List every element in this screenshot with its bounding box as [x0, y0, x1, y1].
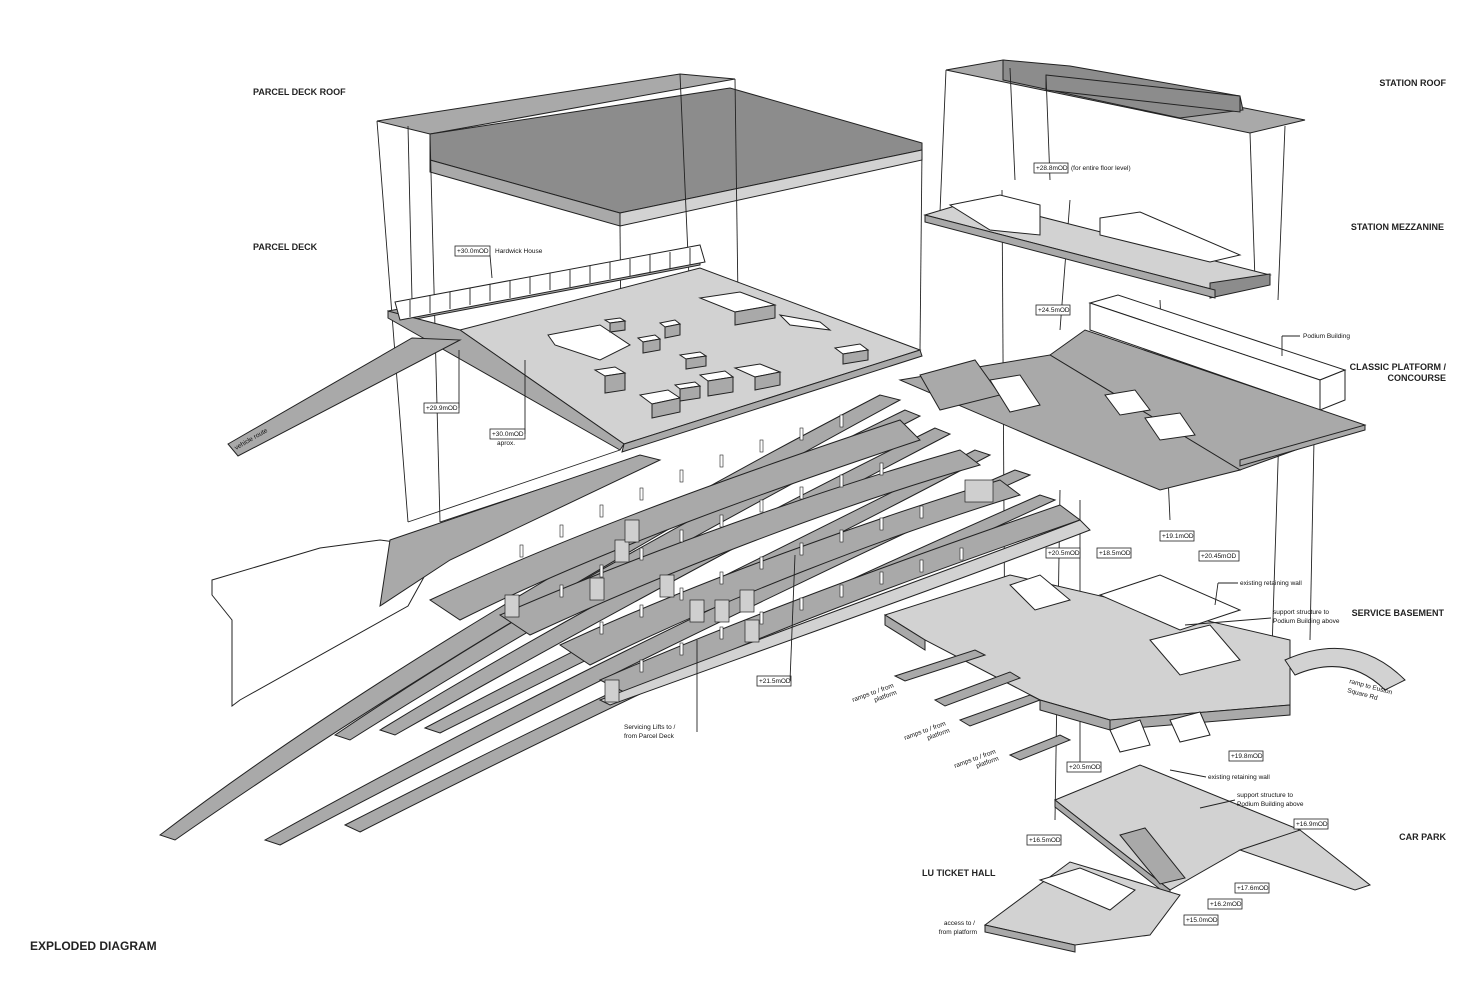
note-retaining-wall-1: existing retaining wall	[1240, 580, 1302, 587]
classic-platform	[898, 329, 1367, 491]
tag-30-0-hardwick: +30.0mOD	[457, 248, 489, 255]
parcel-deck	[227, 244, 923, 457]
tag-16-9: +16.9mOD	[1296, 821, 1328, 828]
note-support-1b: Podium Building above	[1273, 618, 1340, 625]
tag-20-5-b: +20.5mOD	[1069, 764, 1101, 771]
label-service-basement: SERVICE BASEMENT	[1352, 608, 1445, 618]
tag-28-8: +28.8mOD	[1036, 165, 1068, 172]
note-hardwick-house: Hardwick House	[495, 248, 543, 255]
lu-ticket-hall	[983, 861, 1181, 953]
service-basement	[883, 574, 1406, 761]
note-retaining-wall-2: existing retaining wall	[1208, 774, 1270, 781]
servicing-lifts	[504, 479, 994, 703]
label-station-roof: STATION ROOF	[1379, 78, 1446, 88]
note-aprox: aprox.	[497, 440, 515, 447]
note-access-2: from platform	[939, 929, 977, 936]
label-lu-ticket-hall: LU TICKET HALL	[922, 868, 996, 878]
car-park	[1054, 764, 1372, 899]
hardwick-house-walls	[394, 244, 706, 321]
note-servicing-lifts-1: Servicing Lifts to /	[624, 724, 675, 731]
note-support-2b: Podium Building above	[1237, 801, 1304, 808]
note-support-1a: support structure to	[1273, 609, 1329, 616]
label-classic-platform: CLASSIC PLATFORM /	[1350, 362, 1447, 372]
tag-29-9: +29.9mOD	[426, 405, 458, 412]
station-mezzanine	[923, 194, 1272, 299]
note-entire-floor: (for entire floor level)	[1071, 165, 1131, 172]
tag-24-5: +24.5mOD	[1038, 307, 1070, 314]
label-parcel-deck-roof: PARCEL DECK ROOF	[253, 87, 346, 97]
tag-30-0-aprox: +30.0mOD	[492, 431, 524, 438]
tag-16-5: +16.5mOD	[1029, 837, 1061, 844]
note-servicing-lifts-2: from Parcel Deck	[624, 733, 675, 740]
tag-15-0: +15.0mOD	[1186, 917, 1218, 924]
projection-lines-parcel	[376, 73, 923, 523]
label-station-mezzanine: STATION MEZZANINE	[1351, 222, 1444, 232]
vehicle-route-ramp	[227, 337, 462, 457]
label-parcel-deck: PARCEL DECK	[253, 242, 318, 252]
tag-16-2: +16.2mOD	[1210, 901, 1242, 908]
tag-19-8: +19.8mOD	[1231, 753, 1263, 760]
parcel-deck-roof	[376, 73, 923, 227]
note-access-1: access to /	[944, 920, 975, 927]
label-concourse: CONCOURSE	[1387, 373, 1446, 383]
platform-columns	[519, 414, 964, 673]
note-podium-building: Podium Building	[1303, 333, 1350, 340]
tag-17-6: +17.6mOD	[1237, 885, 1269, 892]
station-roof	[945, 59, 1306, 134]
tag-21-5: +21.5mOD	[759, 678, 791, 685]
note-support-2a: support structure to	[1237, 792, 1293, 799]
level-tags: +30.0mOD +29.9mOD +30.0mOD +28.8mOD +24.…	[423, 162, 1329, 926]
label-car-park: CAR PARK	[1399, 832, 1446, 842]
tag-19-1: +19.1mOD	[1162, 533, 1194, 540]
podium-building	[1088, 294, 1347, 411]
parcel-deck-blocks	[547, 291, 870, 419]
level-labels: PARCEL DECK ROOF PARCEL DECK STATION ROO…	[253, 78, 1446, 878]
tag-18-5: +18.5mOD	[1099, 550, 1131, 557]
tag-20-45: +20.45mOD	[1201, 553, 1237, 560]
diagram-title: EXPLODED DIAGRAM	[30, 939, 157, 953]
tag-20-5-a: +20.5mOD	[1048, 550, 1080, 557]
